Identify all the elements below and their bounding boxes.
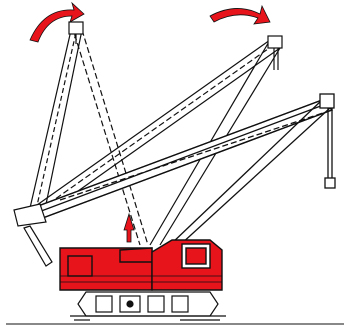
crane-body [60,240,222,290]
arrow-up-center [124,214,134,242]
boom-working [22,94,335,245]
arrow-right-top [210,6,270,24]
rear-window [68,256,92,276]
crawler-tracks [70,292,226,320]
